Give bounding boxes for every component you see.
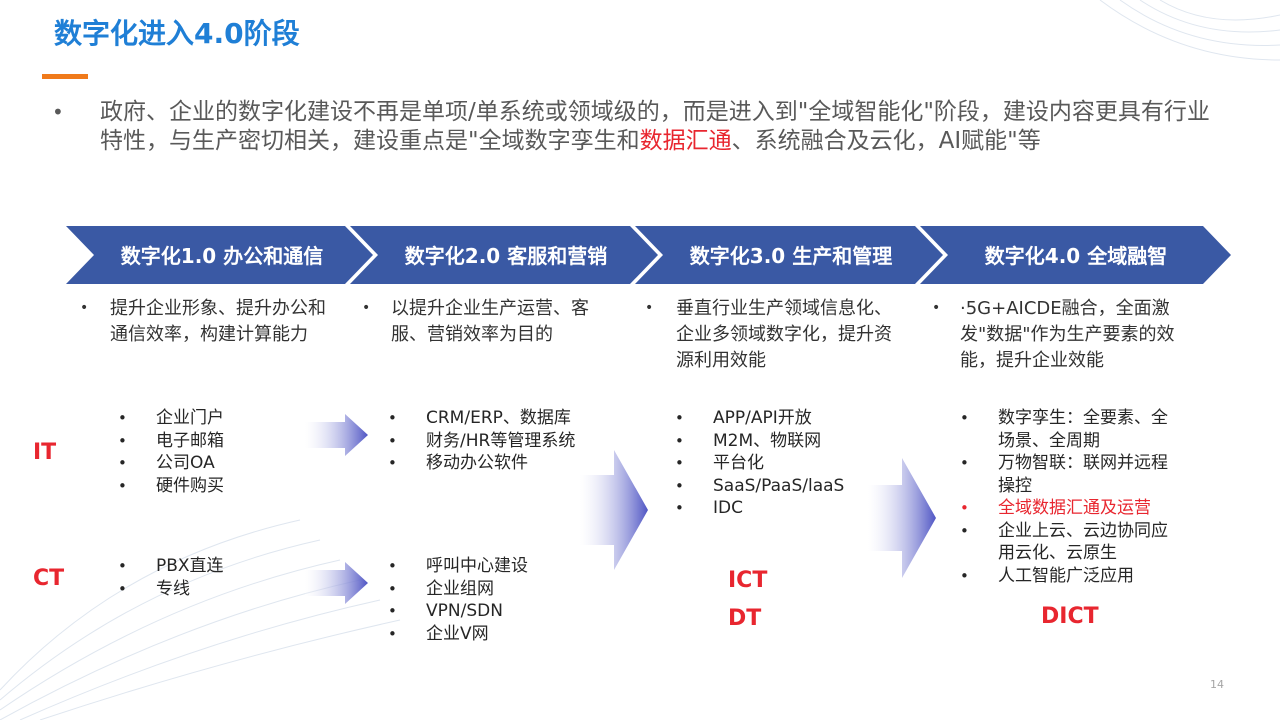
list-item: SaaS/PaaS/laaS: [675, 475, 844, 498]
list-item: 公司OA: [118, 452, 224, 475]
list-item: APP/API开放: [675, 407, 844, 430]
list-item-highlight: 全域数据汇通及运营: [960, 497, 1168, 520]
stage-4-label: 数字化4.0 全域融智: [985, 244, 1167, 268]
list-item: 平台化: [675, 452, 844, 475]
stage-1-label: 数字化1.0 办公和通信: [121, 244, 323, 268]
list-item: 硬件购买: [118, 475, 224, 498]
stage-3-label: 数字化3.0 生产和管理: [690, 244, 892, 268]
list-item: 呼叫中心建设: [388, 555, 528, 578]
desc-bullet: •: [80, 300, 89, 316]
page-title: 数字化进入4.0阶段: [54, 17, 300, 50]
arrow-icon-it: [305, 414, 368, 456]
chevron-stage-1: [66, 226, 373, 284]
label-dt: DT: [728, 606, 762, 631]
chevron-stage-4: [920, 226, 1231, 284]
desc-bullet: •: [645, 300, 654, 316]
intro-paragraph: 政府、企业的数字化建设不再是单项/单系统或领域级的，而是进入到"全域智能化"阶段…: [100, 98, 1220, 156]
arrow-icon-stage-2-3: [580, 450, 648, 570]
list-stage-3: APP/API开放 M2M、物联网 平台化 SaaS/PaaS/laaS IDC: [675, 407, 844, 520]
label-dict: DICT: [1041, 604, 1099, 629]
list-item: PBX直连: [118, 555, 224, 578]
intro-bullet: •: [52, 100, 64, 124]
list-it-2: CRM/ERP、数据库 财务/HR等管理系统 移动办公软件: [388, 407, 575, 475]
stage-2-label: 数字化2.0 客服和营销: [405, 244, 607, 268]
intro-text-before: 政府、企业的数字化建设不再是单项/单系统或领域级的，而是进入到"全域智能化"阶段…: [100, 99, 1210, 154]
arrow-icon-stage-3-4: [868, 458, 936, 578]
stage-2-desc: 以提升企业生产运营、客服、营销效率为目的: [391, 298, 589, 345]
list-item: 人工智能广泛应用: [960, 565, 1168, 588]
desc-bullet: •: [932, 300, 941, 316]
stage-4-desc: ·5G+AICDE融合，全面激发"数据"作为生产要素的效能，提升企业效能: [960, 298, 1175, 371]
list-item: 移动办公软件: [388, 452, 575, 475]
desc-bullet: •: [362, 300, 371, 316]
arrow-icon-ct: [305, 562, 368, 604]
list-ct-1: PBX直连 专线: [118, 555, 224, 600]
label-ict: ICT: [728, 568, 768, 593]
chevron-stage-3: [635, 226, 943, 284]
title-underline: [42, 74, 88, 79]
stage-1-desc: 提升企业形象、提升办公和 通信效率，构建计算能力: [110, 298, 326, 345]
page-number: 14: [1210, 678, 1224, 691]
list-item: 专线: [118, 578, 224, 601]
list-ct-2: 呼叫中心建设 企业组网 VPN/SDN 企业V网: [388, 555, 528, 645]
label-it: IT: [33, 440, 57, 465]
list-item: VPN/SDN: [388, 600, 528, 623]
label-ct: CT: [33, 566, 65, 591]
intro-highlight: 数据汇通: [639, 128, 732, 154]
list-item: 财务/HR等管理系统: [388, 430, 575, 453]
list-it-1: 企业门户 电子邮箱 公司OA 硬件购买: [118, 407, 224, 497]
list-item: 企业组网: [388, 578, 528, 601]
list-item: IDC: [675, 497, 844, 520]
list-item: 电子邮箱: [118, 430, 224, 453]
list-item: M2M、物联网: [675, 430, 844, 453]
chevron-stage-2: [350, 226, 658, 284]
intro-text-after: 、系统融合及云化，AI赋能"等: [731, 128, 1041, 154]
list-item: CRM/ERP、数据库: [388, 407, 575, 430]
list-item: 企业V网: [388, 623, 528, 646]
stage-3-desc: 垂直行业生产领域信息化、企业多领域数字化，提升资源利用效能: [676, 298, 892, 371]
list-item: 数字孪生：全要素、全场景、全周期: [960, 407, 1168, 452]
list-item: 企业门户: [118, 407, 224, 430]
